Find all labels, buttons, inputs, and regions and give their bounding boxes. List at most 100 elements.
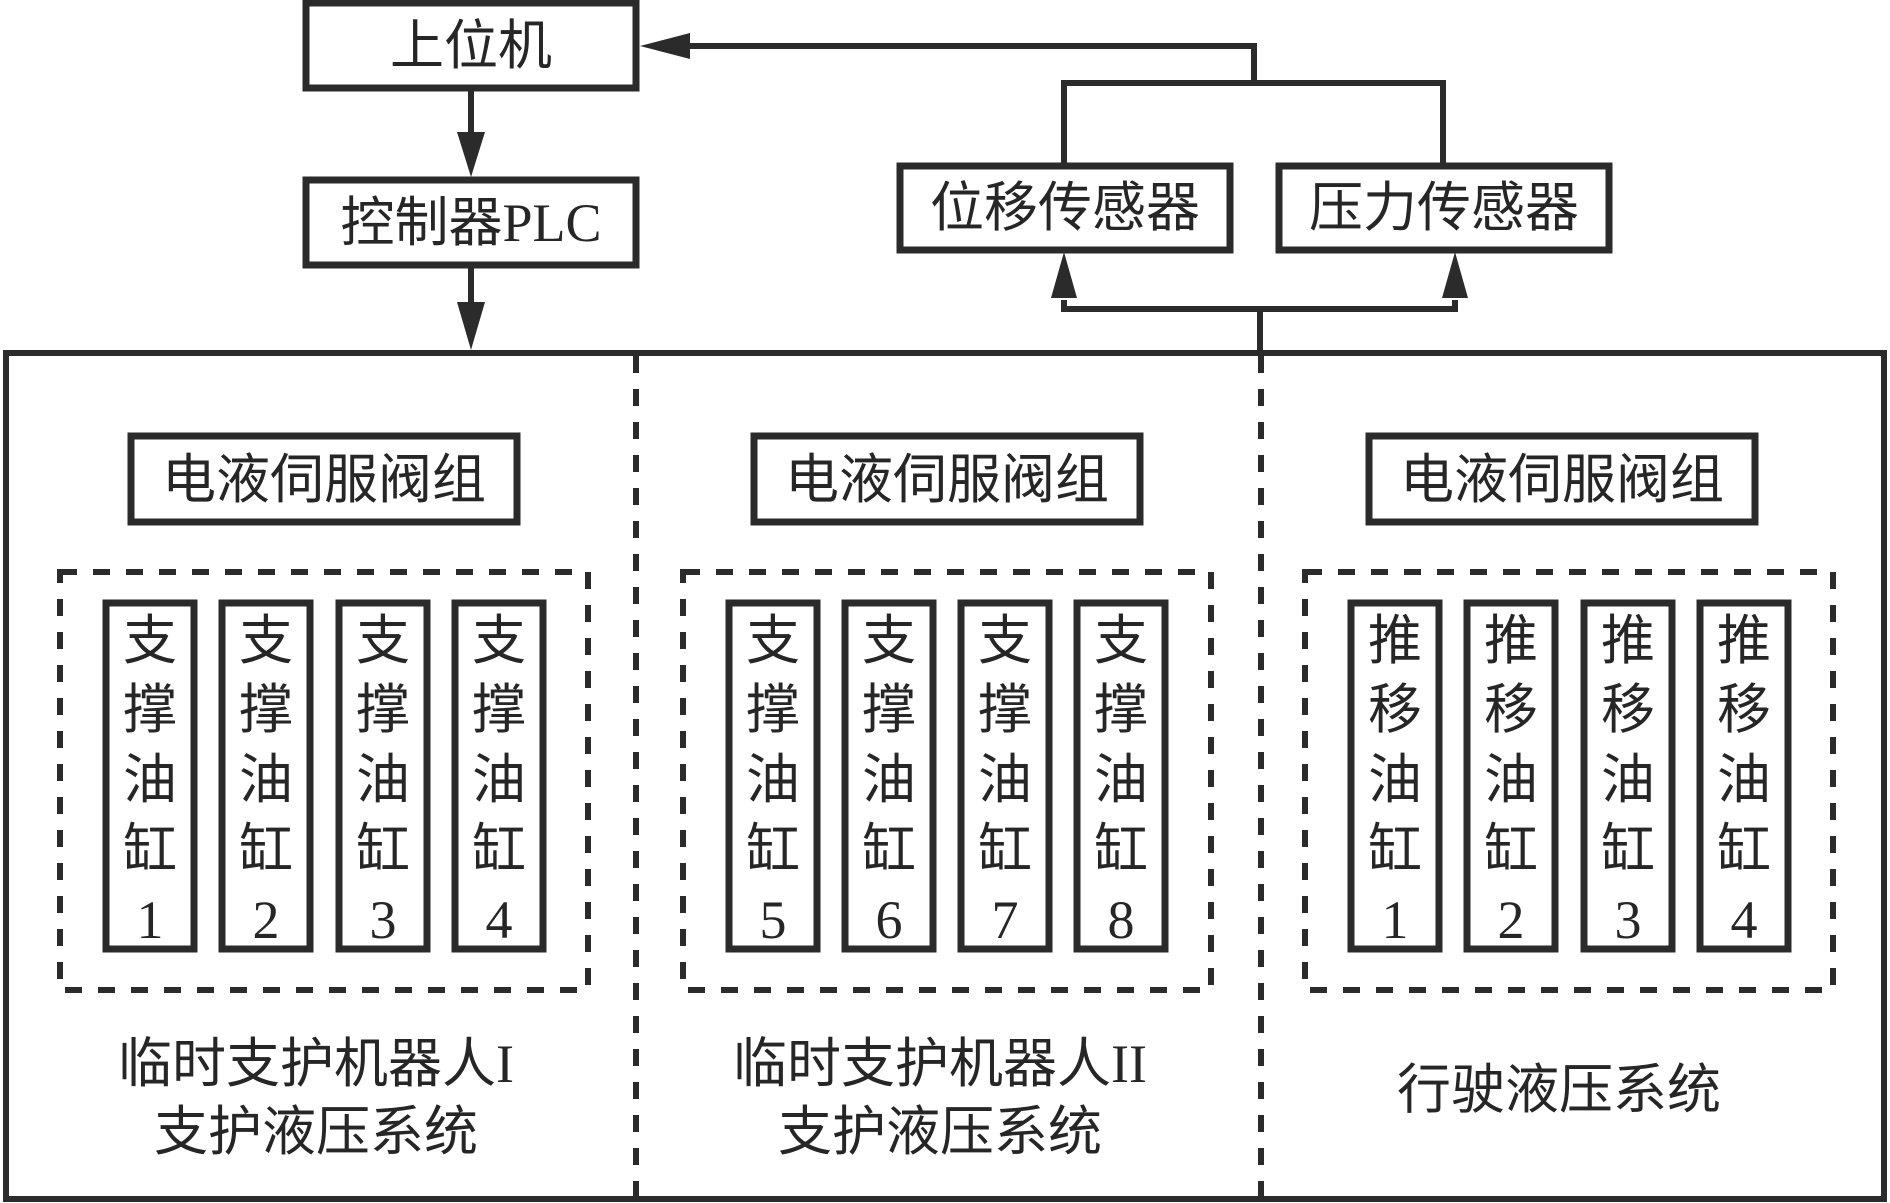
cylinder-box	[957, 599, 1053, 953]
cylinder-label-char: 撑	[978, 680, 1032, 740]
cylinder-label-char: 油	[1094, 750, 1148, 810]
servo-valve-group: 电液伺服阀组	[1365, 432, 1759, 526]
cylinder-label-char: 油	[356, 750, 410, 810]
cylinder-group-frame	[1302, 569, 1836, 993]
cylinder-group-frame	[680, 569, 1214, 993]
cylinder-label-char: 推	[1601, 611, 1655, 671]
cylinder-label-char: 支	[862, 611, 916, 671]
displacement-sensor-label: 位移传感器	[930, 178, 1200, 238]
cylinder-label-char: 缸	[1368, 820, 1422, 880]
controller-box	[302, 176, 640, 269]
sensor-output-bracket	[1061, 80, 1446, 166]
pressure-sensor-box	[1275, 162, 1613, 254]
feedback-line-sensors-to-host	[640, 33, 1446, 166]
cylinder-box	[218, 599, 314, 953]
subsystem-caption: 临时支护机器人II	[733, 1034, 1147, 1094]
cylinder-label-char: 支	[746, 611, 800, 671]
servo-valve-box	[1365, 432, 1759, 526]
arrow-host-to-plc	[457, 90, 485, 177]
cylinder-label-char: 撑	[472, 680, 526, 740]
controller-label: 控制器PLC	[340, 193, 601, 253]
cylinder-label-char: 缸	[746, 820, 800, 880]
cylinder-number: 4	[1731, 890, 1758, 950]
cylinder-label-char: 缸	[1094, 820, 1148, 880]
cylinder-number: 1	[137, 890, 164, 950]
cylinder-label-char: 缸	[123, 820, 177, 880]
cylinder-label-char: 缸	[862, 820, 916, 880]
subsystem-caption: 支护液压系统	[154, 1102, 478, 1162]
cylinder-label-char: 缸	[978, 820, 1032, 880]
cylinder-label-char: 支	[239, 611, 293, 671]
cylinder-label-char: 缸	[1717, 820, 1771, 880]
servo-valve-label: 电液伺服阀组	[162, 450, 486, 510]
cylinder-label-char: 推	[1717, 611, 1771, 671]
cylinder-label-char: 移	[1717, 680, 1771, 740]
feedback-line	[680, 43, 1257, 83]
cylinder-label-char: 移	[1484, 680, 1538, 740]
cylinder-box	[1580, 599, 1676, 953]
cylinder-label-char: 支	[1094, 611, 1148, 671]
cylinder-label-char: 油	[746, 750, 800, 810]
cylinder-label-char: 撑	[862, 680, 916, 740]
sensor-input-bracket	[1061, 300, 1458, 312]
cylinder-label-char: 缸	[356, 820, 410, 880]
servo-valve-box	[127, 432, 521, 526]
cylinder-group-frame	[57, 569, 591, 993]
host-computer-box	[302, 0, 640, 92]
cylinder-number: 3	[1615, 890, 1642, 950]
subsystem-caption: 临时支护机器人I	[118, 1034, 514, 1094]
subsystem-caption: 行驶液压系统	[1397, 1060, 1721, 1120]
cylinder-number: 6	[876, 890, 903, 950]
cylinder-label-char: 缸	[1484, 820, 1538, 880]
displacement-sensor-box	[896, 162, 1234, 254]
arrow-head-icon	[1051, 252, 1077, 298]
cylinder-box	[451, 599, 547, 953]
cylinder-label-char: 撑	[746, 680, 800, 740]
cylinder-label-char: 油	[1484, 750, 1538, 810]
cylinder-box	[102, 599, 198, 953]
cylinder-label-char: 油	[978, 750, 1032, 810]
cylinder-number: 7	[992, 890, 1019, 950]
cylinder-number: 2	[253, 890, 280, 950]
cylinder-label-char: 支	[356, 611, 410, 671]
cylinder-box	[841, 599, 937, 953]
arrow-head-icon	[457, 302, 485, 350]
servo-valve-box	[750, 432, 1144, 526]
arrow-head-icon	[457, 132, 485, 177]
cylinder-label-char: 推	[1484, 611, 1538, 671]
servo-valve-label: 电液伺服阀组	[1400, 450, 1724, 510]
cylinder-label-char: 移	[1368, 680, 1422, 740]
servo-valve-group: 电液伺服阀组	[127, 432, 521, 526]
servo-valve-label: 电液伺服阀组	[785, 450, 1109, 510]
subsystem-caption: 支护液压系统	[778, 1102, 1102, 1162]
cylinder-box	[335, 599, 431, 953]
pressure-sensor-label: 压力传感器	[1309, 178, 1579, 238]
arrow-head-icon	[640, 33, 690, 59]
cylinder-box	[725, 599, 821, 953]
signal-line-system-to-sensors	[1051, 252, 1468, 352]
cylinder-number: 4	[486, 890, 513, 950]
cylinder-number: 3	[370, 890, 397, 950]
cylinder-label-char: 缸	[1601, 820, 1655, 880]
arrow-head-icon	[1442, 252, 1468, 298]
host-computer-label: 上位机	[390, 16, 552, 76]
cylinder-label-char: 撑	[1094, 680, 1148, 740]
displacement-sensor-node: 位移传感器	[896, 162, 1234, 254]
cylinder-box	[1347, 599, 1443, 953]
pressure-sensor-node: 压力传感器	[1275, 162, 1613, 254]
cylinder-number: 5	[760, 890, 787, 950]
